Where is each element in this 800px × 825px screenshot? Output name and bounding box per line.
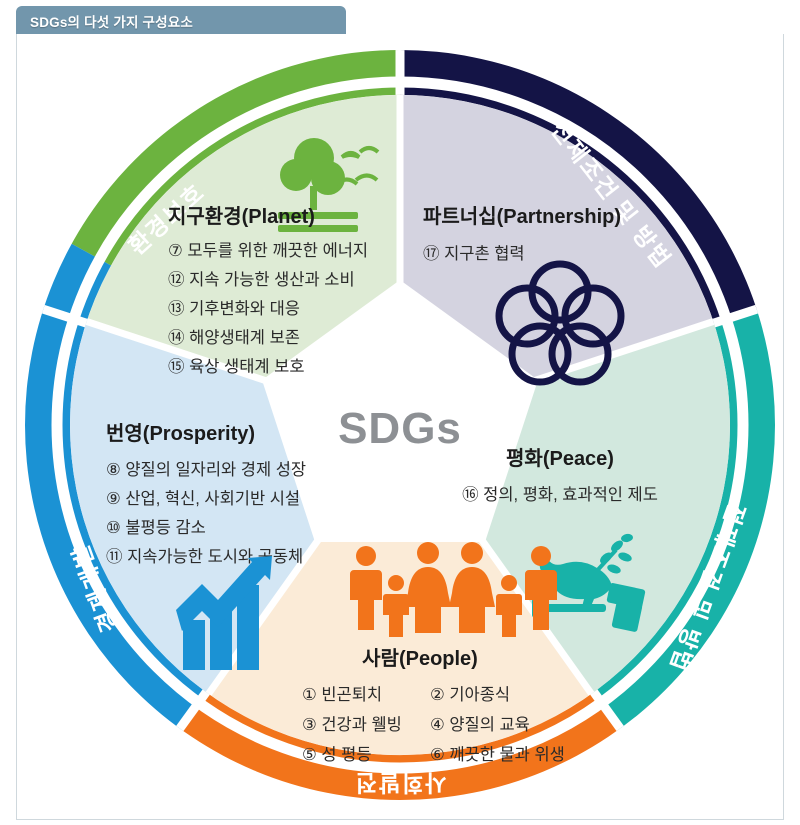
sdgs-wheel-svg: SDGs 환경보호 전제조건 및 방법 전제조건 및 방법 사회발전 경제개발: [25, 40, 775, 800]
segment-item-planet-0: ⑦ 모두를 위한 깨끗한 에너지: [168, 241, 368, 260]
segment-item-prosperity-3: ⑪ 지속가능한 도시와 공동체: [106, 547, 303, 566]
segment-item-people-0b: ② 기아종식: [430, 685, 510, 704]
segment-item-prosperity-1: ⑨ 산업, 혁신, 사회기반 시설: [106, 489, 300, 508]
segment-item-prosperity-0: ⑧ 양질의 일자리와 경제 성장: [106, 460, 306, 479]
segment-item-planet-1: ⑫ 지속 가능한 생산과 소비: [168, 270, 355, 289]
segment-item-people-0a: ① 빈곤퇴치: [302, 685, 382, 704]
segment-peace: 평화(Peace) ⑯ 정의, 평화, 효과적인 제도: [462, 447, 658, 632]
segment-title-prosperity: 번영(Prosperity): [106, 422, 255, 445]
segment-item-planet-4: ⑮ 육상 생태계 보호: [168, 357, 305, 376]
segment-title-partnership: 파트너십(Partnership): [423, 205, 621, 228]
segment-item-people-2b: ⑥ 깨끗한 물과 위생: [430, 745, 565, 764]
segment-title-planet: 지구환경(Planet): [168, 205, 315, 228]
ring-label-people-group: 사회발전: [354, 770, 447, 796]
panel-title-tab: SDGs의 다섯 가지 구성요소: [16, 6, 346, 36]
segment-item-people-1a: ③ 건강과 웰빙: [302, 715, 402, 734]
tree-birds-icon: [278, 138, 380, 232]
segment-item-prosperity-2: ⑩ 불평등 감소: [106, 518, 206, 537]
center-label: SDGs: [338, 404, 462, 453]
segment-partnership: 파트너십(Partnership) ⑰ 지구촌 협력: [423, 205, 625, 386]
sdgs-wheel: SDGs 환경보호 전제조건 및 방법 전제조건 및 방법 사회발전 경제개발: [20, 40, 780, 810]
five-rings-icon: [495, 260, 625, 386]
segment-item-planet-2: ⑬ 기후변화와 대응: [168, 299, 300, 318]
ring-label-people: 사회발전: [354, 770, 447, 796]
dove-gavel-icon: [532, 533, 646, 632]
growth-chart-icon: [176, 556, 272, 670]
segment-title-peace: 평화(Peace): [506, 447, 614, 470]
center-disc-circle: [292, 322, 508, 538]
segment-item-planet-3: ⑭ 해양생태계 보존: [168, 328, 300, 347]
segment-title-people: 사람(People): [362, 647, 478, 670]
segment-people: 사람(People) ① 빈곤퇴치 ② 기아종식 ③ 건강과 웰빙 ④ 양질의 …: [302, 542, 565, 764]
segment-planet: 지구환경(Planet) ⑦ 모두를 위한 깨끗한 에너지 ⑫ 지속 가능한 생…: [168, 138, 380, 376]
page-title: SDGs의 다섯 가지 구성요소: [30, 15, 193, 30]
segment-item-partnership-0: ⑰ 지구촌 협력: [423, 244, 525, 263]
segment-item-peace-0: ⑯ 정의, 평화, 효과적인 제도: [462, 485, 658, 504]
segment-prosperity: 번영(Prosperity) ⑧ 양질의 일자리와 경제 성장 ⑨ 산업, 혁신…: [106, 422, 306, 670]
segment-item-people-1b: ④ 양질의 교육: [430, 715, 530, 734]
family-icon: [350, 542, 557, 637]
segment-item-people-2a: ⑤ 성 평등: [302, 745, 372, 764]
